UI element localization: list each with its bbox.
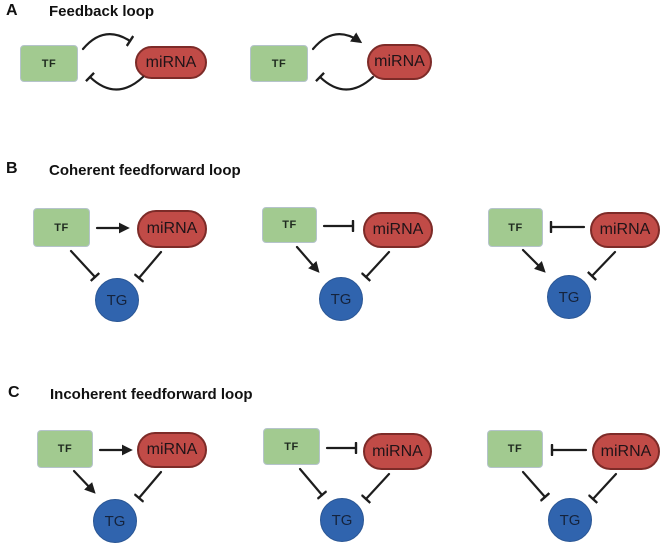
tg-node-c2: TG [320,498,364,542]
edge-a2-tf-mirna [311,32,363,51]
edge-b2-mirna-tg [366,250,391,277]
mirna-node-b1: miRNA [137,210,207,248]
mirna-node-c2: miRNA [363,433,432,470]
mirna-node-b3: miRNA [590,212,660,248]
edge-c2-mirna-tg [366,472,391,499]
mirna-node-a1: miRNA [135,46,207,79]
tf-node-a2: TF [250,45,308,82]
tf-node-c1: TF [37,430,93,468]
tg-node-b3: TG [547,275,591,319]
mirna-node-c1: miRNA [137,432,207,468]
tf-node-b3: TF [488,208,543,247]
edge-c1-mirna-tg [139,470,163,498]
edge-b2-tf-tg [295,245,320,273]
panel-c-title: Incoherent feedforward loop [50,386,253,403]
tf-node-a1: TF [20,45,78,82]
edge-c2-tf-tg [298,467,322,495]
tg-node-b2: TG [319,277,363,321]
edge-c1-tf-tg [72,469,96,494]
tg-node-c1: TG [93,499,137,543]
edge-b1-mirna-tg [139,250,163,278]
edge-c3-mirna-tg [593,472,618,499]
tf-node-b2: TF [262,207,317,243]
tg-node-b1: TG [95,278,139,322]
edge-b1-tf-tg [69,249,95,277]
panel-b-label: B [6,160,18,177]
panel-a-title: Feedback loop [49,3,155,20]
edge-b3-mirna-tg [592,250,617,276]
edge-a2-mirna-tf [320,77,375,91]
tf-node-c2: TF [263,428,320,465]
edge-c3-tf-tg [521,470,545,497]
tf-node-b1: TF [33,208,90,247]
panel-b-title: Coherent feedforward loop [49,162,241,179]
edge-a1-tf-mirna [81,33,130,51]
mirna-node-b2: miRNA [363,212,433,248]
edge-b3-tf-tg [521,248,546,273]
tg-node-c3: TG [548,498,592,542]
panel-a-label: A [6,2,18,19]
panel-c-label: C [8,384,20,401]
edge-a1-mirna-tf [90,77,145,91]
tf-node-c3: TF [487,430,543,468]
mirna-node-a2: miRNA [367,44,432,80]
mirna-node-c3: miRNA [592,433,660,470]
